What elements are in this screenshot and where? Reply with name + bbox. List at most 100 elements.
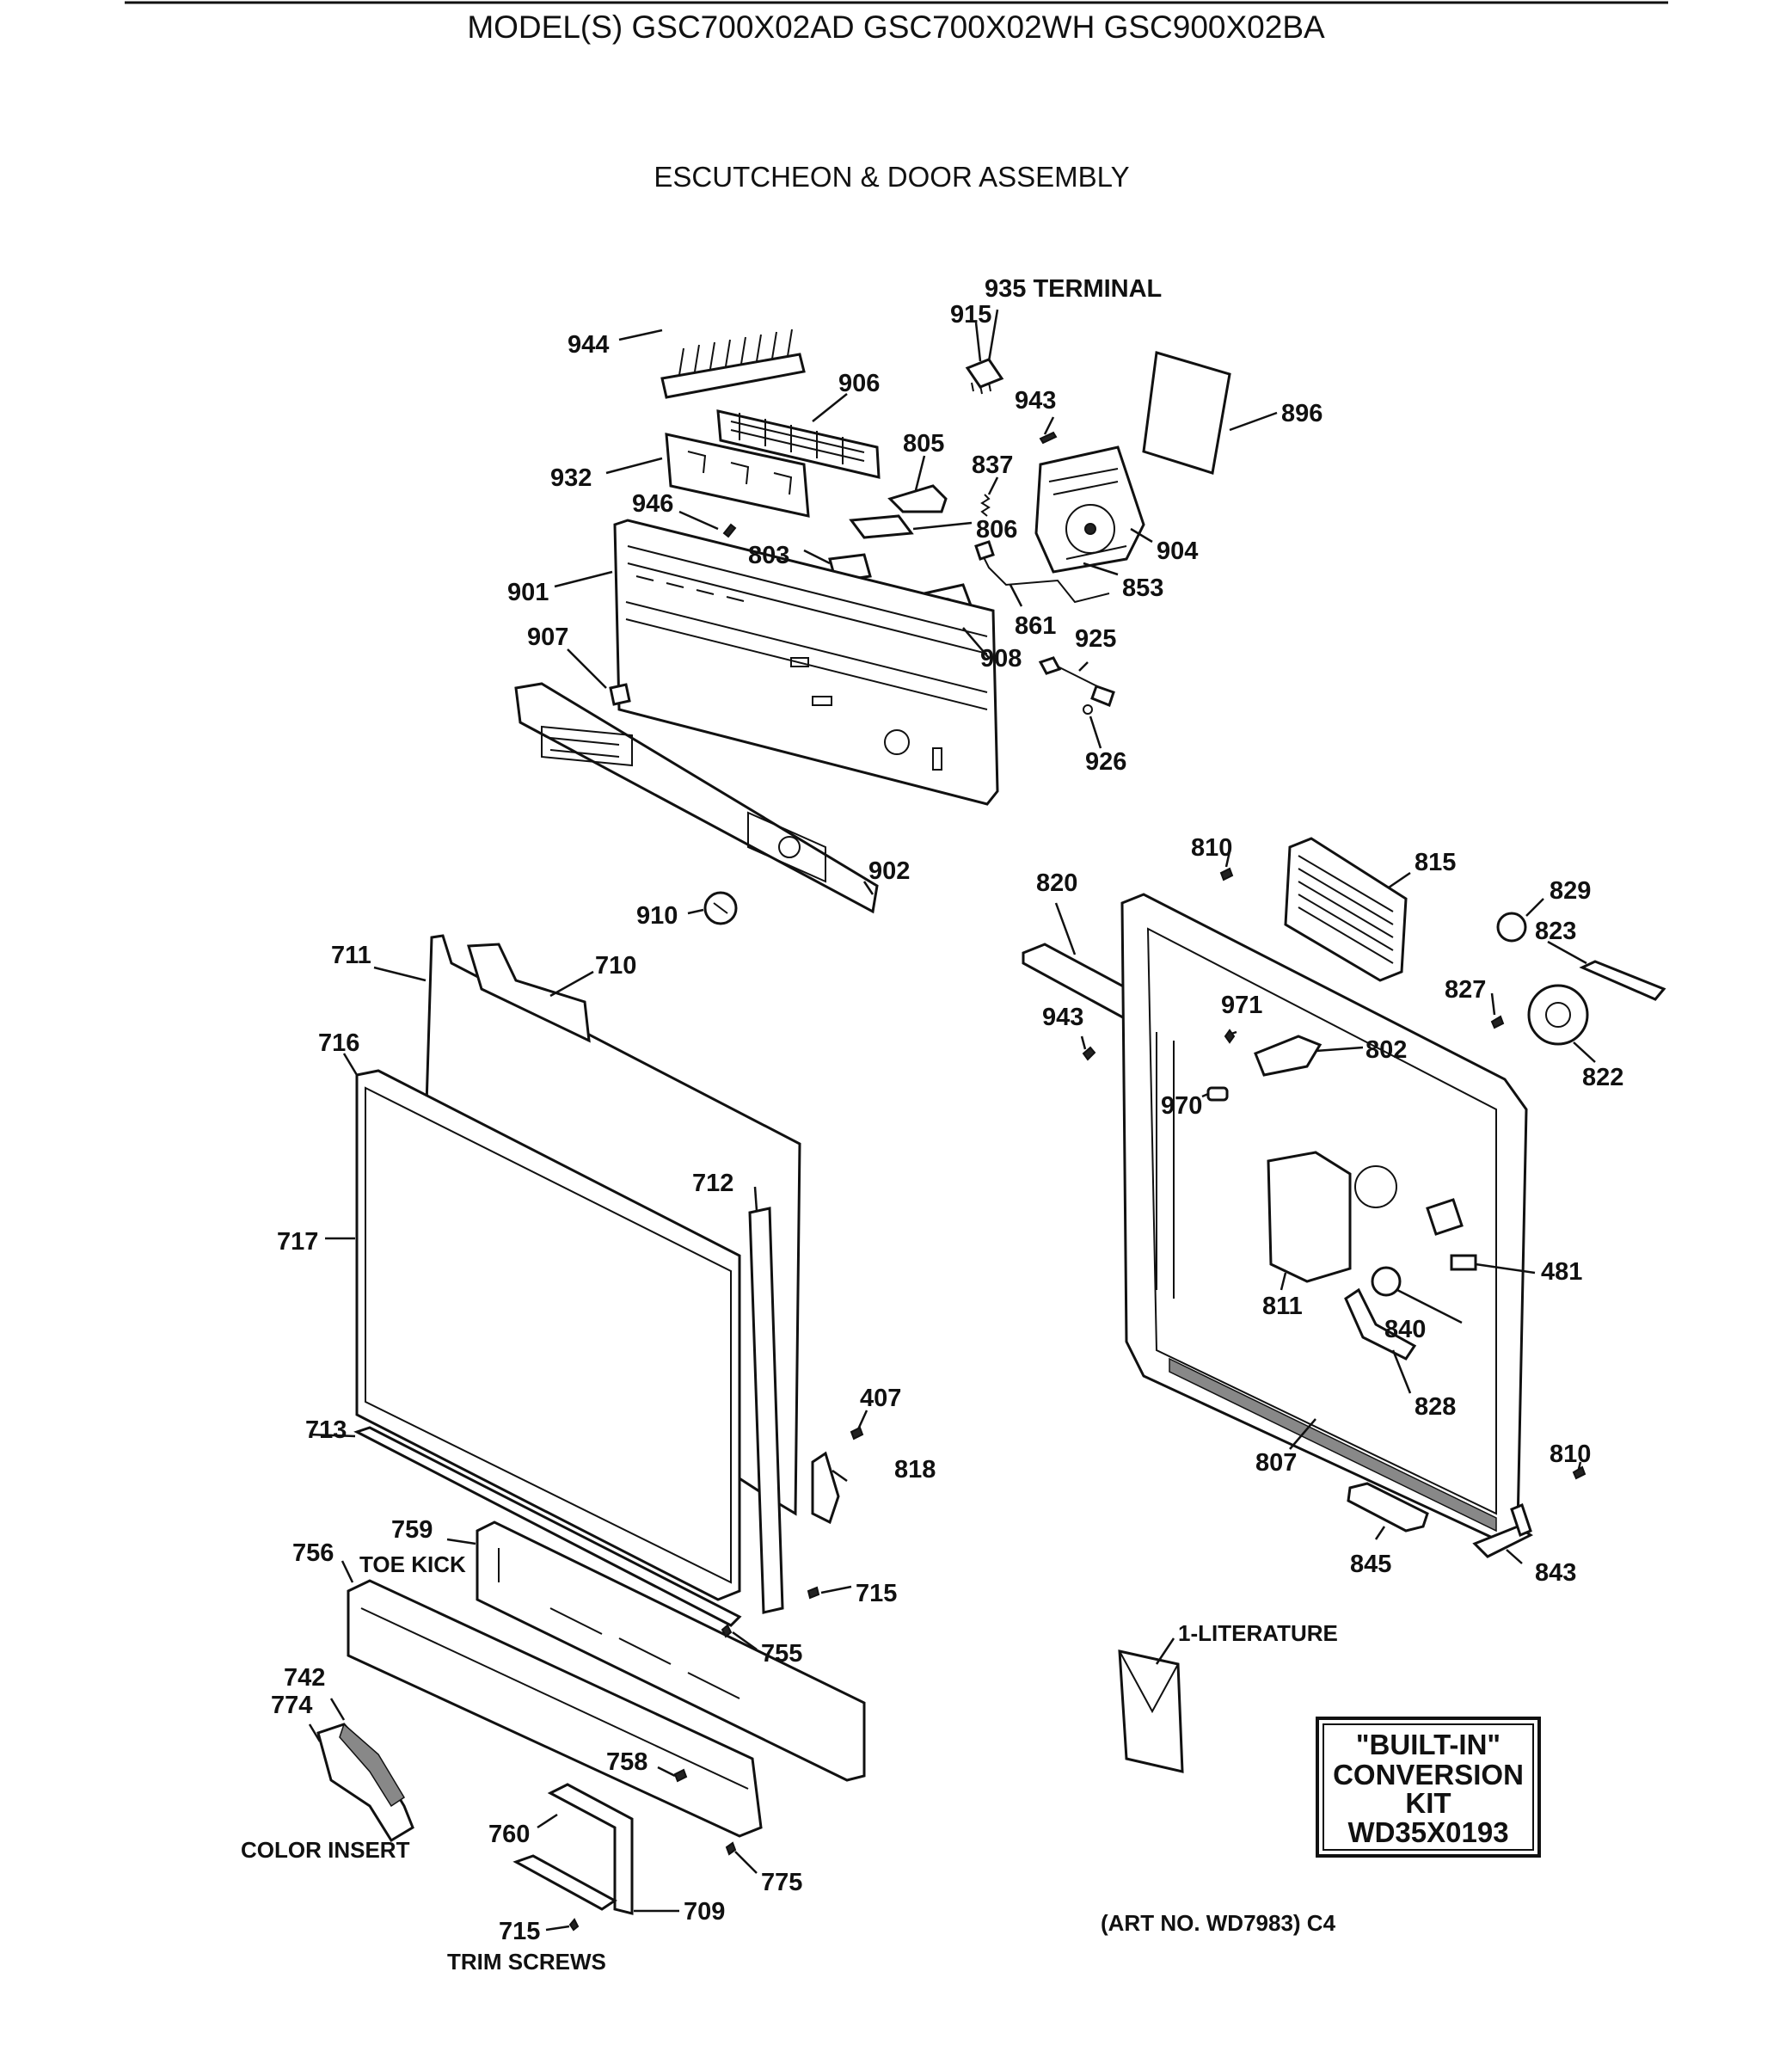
label-715: 715 [856, 1580, 897, 1607]
part-925-connector [1038, 656, 1115, 707]
label-716: 716 [318, 1029, 359, 1057]
part-742-774-color-insert [316, 1723, 414, 1843]
label-853: 853 [1122, 574, 1163, 602]
label-943-door: 943 [1042, 1004, 1083, 1031]
art-number: (ART NO. WD7983) C4 [1101, 1910, 1336, 1936]
label-896: 896 [1281, 400, 1323, 427]
label-709: 709 [684, 1898, 725, 1926]
label-803: 803 [748, 542, 789, 569]
label-712: 712 [692, 1170, 733, 1197]
part-810-screw-top [1219, 867, 1234, 882]
part-715-trim-screw [568, 1918, 580, 1932]
kit-line-3: KIT [1405, 1787, 1451, 1819]
label-971: 971 [1221, 992, 1262, 1019]
part-760-709-bracket [512, 1783, 634, 1915]
part-806-plate [849, 514, 914, 539]
label-481: 481 [1541, 1258, 1582, 1286]
part-815-vent [1284, 837, 1408, 982]
label-805: 805 [903, 430, 944, 458]
part-946-screw [722, 523, 737, 538]
part-910-knob [703, 891, 738, 925]
part-715-screw [807, 1586, 820, 1600]
part-1-literature-envelope [1118, 1649, 1184, 1773]
model-numbers: MODEL(S) GSC700X02AD GSC700X02WH GSC900X… [467, 9, 1325, 45]
label-774: 774 [271, 1692, 312, 1719]
part-811-dispenser-body [1267, 1151, 1464, 1283]
part-837-spring [980, 494, 991, 517]
label-810-top: 810 [1191, 834, 1232, 862]
label-810-bottom: 810 [1550, 1440, 1591, 1468]
kit-line-1: "BUILT-IN" [1356, 1729, 1500, 1760]
label-907: 907 [527, 624, 568, 651]
part-labels: 935 TERMINAL 915 944 906 943 896 805 837… [241, 275, 1623, 1975]
part-915-terminal [965, 358, 1004, 395]
label-908: 908 [980, 645, 1022, 673]
page-title: ESCUTCHEON & DOOR ASSEMBLY [654, 161, 1129, 193]
label-literature: 1-LITERATURE [1178, 1620, 1338, 1646]
part-827-screw [1490, 1015, 1505, 1029]
part-481-label [1450, 1254, 1477, 1271]
label-906: 906 [838, 370, 880, 397]
label-823: 823 [1535, 918, 1576, 945]
label-932: 932 [550, 464, 592, 492]
label-711: 711 [331, 942, 371, 969]
label-742: 742 [284, 1664, 325, 1692]
part-926-screw [1083, 704, 1093, 715]
label-trim-screws: TRIM SCREWS [447, 1949, 606, 1975]
label-926: 926 [1085, 748, 1126, 776]
label-815: 815 [1415, 849, 1456, 876]
part-906-switch-bank [716, 409, 881, 479]
label-818: 818 [894, 1456, 936, 1484]
label-970: 970 [1161, 1092, 1202, 1120]
part-902-panel [514, 682, 879, 914]
label-843: 843 [1535, 1559, 1576, 1587]
label-806: 806 [976, 516, 1017, 544]
kit-line-2: CONVERSION [1333, 1759, 1524, 1791]
label-822: 822 [1582, 1064, 1623, 1091]
label-925: 925 [1075, 625, 1116, 653]
label-845: 845 [1350, 1551, 1391, 1578]
label-color-insert: COLOR INSERT [241, 1837, 410, 1863]
label-902: 902 [868, 857, 910, 885]
part-759-toe-kick [476, 1520, 866, 1782]
label-943-top: 943 [1015, 387, 1056, 415]
part-840-828-arm [1344, 1266, 1417, 1361]
label-715-trim: 715 [499, 1918, 540, 1945]
part-943-screw-door [1082, 1046, 1096, 1061]
part-805-bracket [887, 484, 948, 513]
label-910: 910 [636, 902, 678, 930]
part-775-screw [725, 1841, 737, 1856]
part-907-button [609, 683, 631, 706]
part-407-screw [850, 1426, 864, 1440]
label-760: 760 [488, 1821, 530, 1848]
label-758: 758 [606, 1748, 647, 1776]
kit-line-4: WD35X0193 [1347, 1816, 1508, 1848]
label-901: 901 [507, 579, 549, 606]
label-915: 915 [950, 301, 991, 329]
leader-lines [308, 309, 1596, 1932]
part-843-hinge-arm [1472, 1502, 1533, 1558]
part-932-bracket [665, 433, 810, 518]
label-827: 827 [1445, 976, 1486, 1004]
label-755: 755 [761, 1640, 802, 1668]
part-845-bracket [1347, 1482, 1429, 1533]
label-717: 717 [277, 1228, 318, 1256]
part-758-screw [673, 1768, 688, 1783]
label-904: 904 [1157, 538, 1198, 565]
label-820: 820 [1036, 869, 1077, 897]
label-840: 840 [1384, 1316, 1426, 1343]
label-710: 710 [595, 952, 636, 980]
part-712-side-trim [748, 1207, 784, 1614]
label-775: 775 [761, 1869, 802, 1896]
label-811: 811 [1262, 1293, 1303, 1320]
part-716-717-door-panel [355, 1069, 741, 1601]
label-713: 713 [305, 1416, 347, 1444]
label-861: 861 [1015, 612, 1056, 640]
part-896-panel-sheet [1142, 351, 1231, 475]
label-944: 944 [568, 331, 609, 359]
label-935: 935 TERMINAL [985, 275, 1162, 303]
label-toe-kick: TOE KICK [359, 1551, 466, 1577]
part-713-bottom-trim [353, 1426, 742, 1627]
part-944-switch-strip [660, 329, 806, 399]
